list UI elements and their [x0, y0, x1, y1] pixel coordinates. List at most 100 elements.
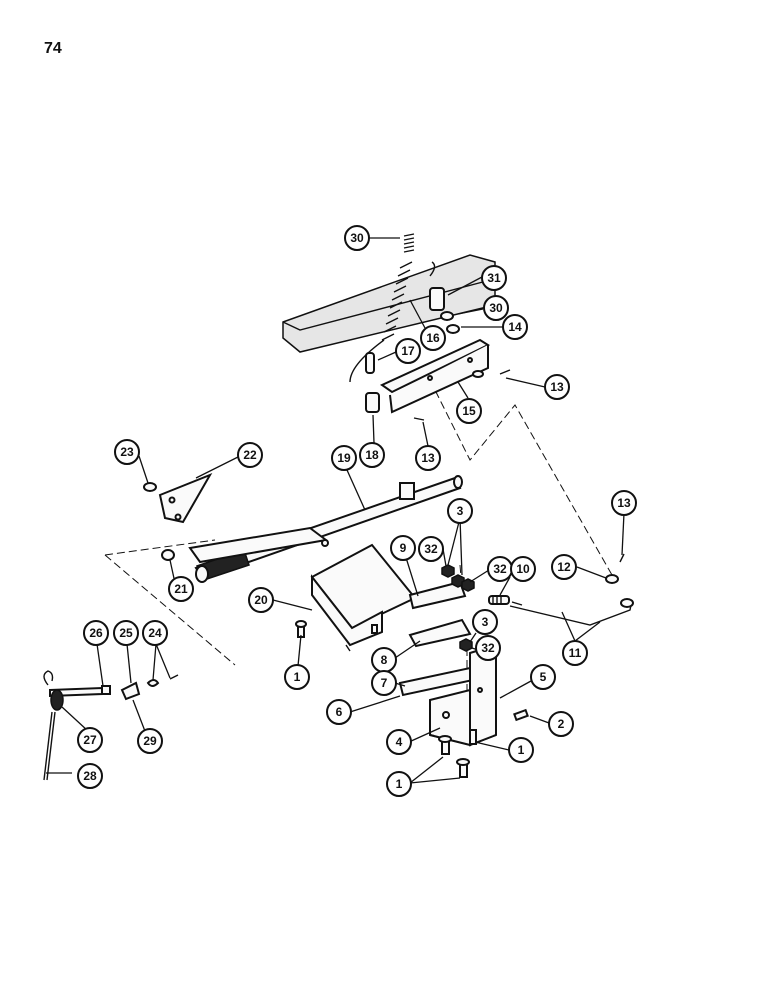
callout: 27: [77, 727, 103, 753]
callout-label: 31: [487, 271, 501, 285]
callout-label: 32: [493, 562, 507, 576]
callout: 8: [371, 647, 397, 673]
callout-label: 1: [396, 777, 403, 791]
callout-label: 10: [516, 562, 530, 576]
plate-9: [408, 580, 467, 610]
callout: 7: [371, 670, 397, 696]
support-plate: [188, 526, 329, 564]
callout: 21: [168, 576, 194, 602]
callout-label: 20: [254, 593, 268, 607]
callout: 32: [487, 556, 513, 582]
callout: 1: [508, 737, 534, 763]
callout: 3: [447, 498, 473, 524]
callout-label: 1: [518, 743, 525, 757]
callout-label: 26: [89, 626, 103, 640]
washer-21: [161, 549, 175, 561]
mount-bracket: [158, 473, 213, 524]
callout: 25: [113, 620, 139, 646]
callout: 30: [483, 295, 509, 321]
callout: 26: [83, 620, 109, 646]
bottom-bolts: [438, 729, 477, 778]
callout-label: 22: [243, 448, 257, 462]
callout: 5: [530, 664, 556, 690]
callout-label: 14: [508, 320, 522, 334]
bushing: [365, 392, 380, 413]
callout: 13: [415, 445, 441, 471]
callout-label: 32: [424, 542, 438, 556]
callout-label: 13: [421, 451, 435, 465]
callout: 2: [548, 711, 574, 737]
callout-label: 30: [350, 231, 364, 245]
pedal-spring: [349, 261, 436, 383]
callout-label: 24: [148, 626, 162, 640]
callout: 13: [544, 374, 570, 400]
callout: 28: [77, 763, 103, 789]
bolt-left: [295, 620, 307, 638]
callout: 32: [418, 536, 444, 562]
callout-label: 13: [617, 496, 631, 510]
cotter-pin-right: [619, 553, 625, 563]
callout-label: 17: [401, 344, 415, 358]
callout-label: 21: [174, 582, 188, 596]
callout-label: 18: [365, 448, 379, 462]
callout: 16: [420, 325, 446, 351]
callout: 9: [390, 535, 416, 561]
callout-label: 4: [396, 735, 403, 749]
callout: 13: [611, 490, 637, 516]
callout-label: 13: [550, 380, 564, 394]
pin: [365, 352, 375, 374]
clip: [146, 674, 179, 687]
plate-8: [408, 618, 472, 648]
callout-label: 1: [294, 670, 301, 684]
spring-top: [403, 233, 415, 253]
callout: 30: [344, 225, 370, 251]
plate-7: [398, 666, 475, 697]
callout-label: 28: [83, 769, 97, 783]
washer-23: [143, 482, 157, 492]
callout: 4: [386, 729, 412, 755]
pivot-bracket: [379, 338, 491, 414]
pedal-plate: [310, 543, 417, 652]
callout: 11: [562, 640, 588, 666]
washer-12: [605, 574, 619, 584]
callout: 31: [481, 265, 507, 291]
callout: 18: [359, 442, 385, 468]
callout: 6: [326, 699, 352, 725]
callout: 24: [142, 620, 168, 646]
callout: 12: [551, 554, 577, 580]
clevis: [120, 681, 141, 701]
callout: 14: [502, 314, 528, 340]
callout-label: 6: [336, 705, 343, 719]
callout: 15: [456, 398, 482, 424]
callout: 10: [510, 556, 536, 582]
callout-label: 30: [489, 301, 503, 315]
callout: 19: [331, 445, 357, 471]
callout-label: 5: [540, 670, 547, 684]
bolt-2: [513, 708, 529, 722]
callout-label: 16: [426, 331, 440, 345]
callout-label: 12: [557, 560, 571, 574]
callout-label: 32: [481, 641, 495, 655]
callout: 32: [475, 635, 501, 661]
pedal-rod: [509, 598, 634, 626]
callout: 29: [137, 728, 163, 754]
cable-assembly: [43, 670, 111, 781]
callout-label: 3: [482, 615, 489, 629]
callout-label: 11: [569, 646, 582, 660]
callout-label: 9: [400, 541, 407, 555]
callout-label: 27: [83, 733, 97, 747]
callout: 1: [386, 771, 412, 797]
callout-label: 29: [143, 734, 157, 748]
page-number: 74: [44, 40, 62, 57]
callout-label: 2: [558, 717, 565, 731]
callout-label: 3: [457, 504, 464, 518]
callout: 23: [114, 439, 140, 465]
callout: 22: [237, 442, 263, 468]
callout-label: 15: [462, 404, 476, 418]
callout-label: 23: [120, 445, 134, 459]
bushing-assembly: [429, 287, 460, 334]
nuts: [441, 564, 475, 652]
floor-panel: [282, 254, 499, 353]
callout-label: 19: [337, 451, 351, 465]
